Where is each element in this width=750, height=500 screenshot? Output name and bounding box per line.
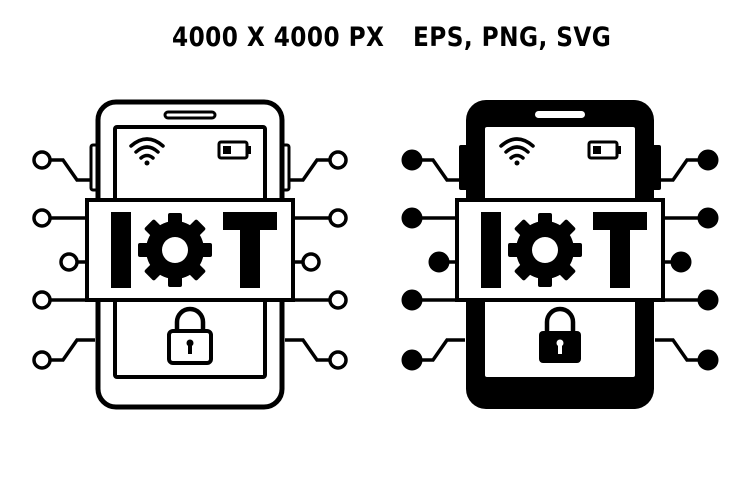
battery-icon (587, 140, 621, 160)
lock-icon (167, 306, 213, 365)
file-formats-label: EPS, PNG, SVG (413, 22, 612, 53)
letter-t (223, 212, 277, 288)
circuit-nodes (32, 150, 348, 370)
image-size-label: 4000 X 4000 PX (172, 22, 385, 53)
header: 4000 X 4000 PX EPS, PNG, SVG (0, 22, 750, 62)
wifi-icon (129, 137, 165, 160)
letter-i (481, 212, 501, 288)
battery-icon (217, 140, 251, 160)
lock-icon (539, 306, 581, 363)
wifi-dot (144, 160, 150, 166)
iot-phone-filled-icon (401, 100, 719, 409)
wifi-dot (514, 160, 520, 166)
letter-t (593, 212, 647, 288)
wifi-icon (499, 137, 535, 160)
iot-phone-outline-icon (32, 99, 348, 410)
phone-speaker (163, 110, 217, 120)
letter-i (111, 212, 131, 288)
phone-speaker (535, 111, 585, 118)
gear-icon (138, 213, 212, 287)
gear-icon (508, 213, 582, 287)
circuit-nodes (401, 149, 719, 371)
